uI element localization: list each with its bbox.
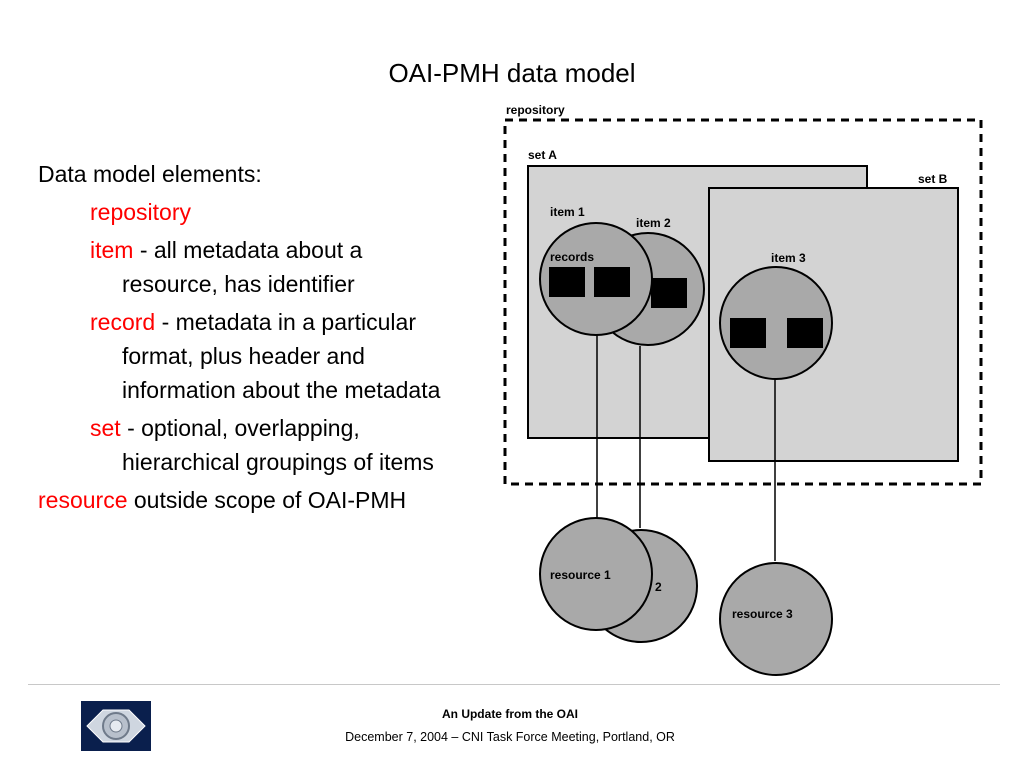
bullet-record: record - metadata in a particular format… [90,305,458,407]
resource-1-node [539,517,653,631]
term-set: set [90,415,121,441]
item-3-node [719,266,833,380]
term-item: item [90,237,134,263]
item-2-label: item 2 [636,216,671,230]
resource-2-label: 2 [655,580,662,594]
desc-item: - all metadata about a resource, has ide… [122,237,363,297]
repository-label: repository [506,103,565,117]
item-3-label: item 3 [771,251,806,265]
item-1-record-a [549,267,585,297]
item-3-record-b [787,318,823,348]
desc-set: - optional, overlapping, hierarchical gr… [120,415,434,475]
bullet-resource: resource outside scope of OAI-PMH [38,483,458,517]
oai-logo-icon [81,701,151,751]
bullet-heading: Data model elements: [38,161,262,187]
bullet-repository: repository [90,195,458,229]
oai-data-model-diagram: repository set A set B item 2 item 1 rec… [503,103,983,676]
set-b-label: set B [918,172,948,186]
item-2-record [651,278,687,308]
footer-subtitle: December 7, 2004 – CNI Task Force Meetin… [345,730,675,744]
desc-resource: outside scope of OAI-PMH [127,487,407,513]
repository-box [503,118,983,486]
resource-1-label: resource 1 [550,568,611,582]
resource-3-node [719,562,833,676]
footer-divider [28,684,1000,685]
term-repository: repository [90,199,191,225]
bullet-item: item - all metadata about a resource, ha… [90,233,458,301]
desc-record: - metadata in a particular format, plus … [122,309,441,403]
item-3-record-a [730,318,766,348]
bullet-set: set - optional, overlapping, hierarchica… [90,411,458,479]
item-1-label: item 1 [550,205,585,219]
footer-title: An Update from the OAI [441,707,578,721]
item-1-record-b [594,267,630,297]
term-record: record [90,309,156,335]
resource-3-label: resource 3 [732,607,793,621]
slide-title: OAI-PMH data model [388,58,636,88]
bullet-list: Data model elements: repository item - a… [38,157,458,517]
set-a-label: set A [528,148,557,162]
term-resource: resource [38,487,128,513]
records-label: records [550,250,594,264]
